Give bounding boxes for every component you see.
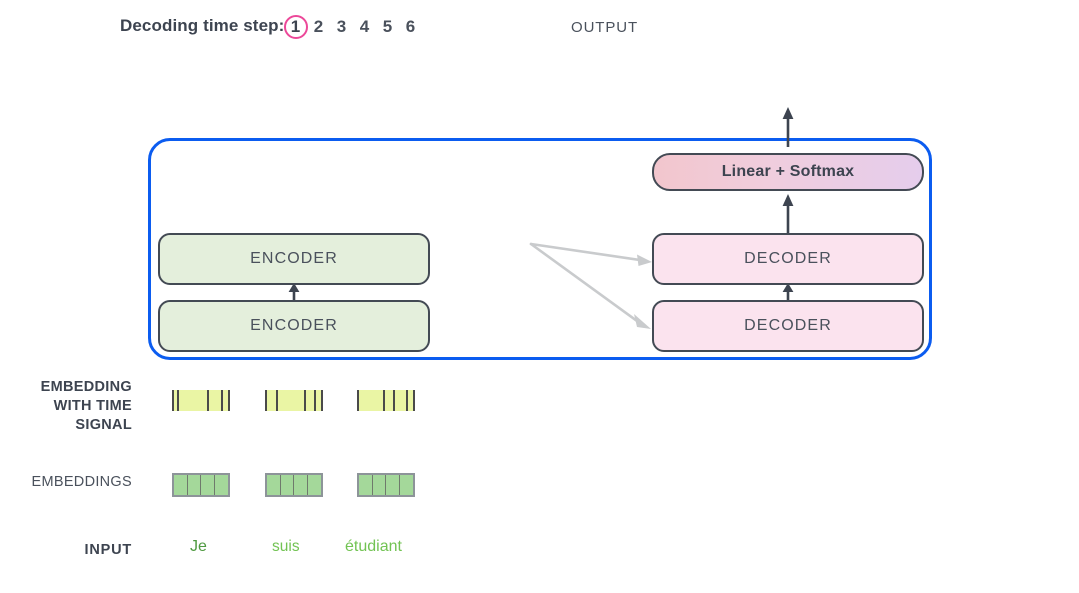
time-signal-vector	[172, 390, 230, 411]
vector-cell	[179, 390, 209, 411]
vector-cell	[357, 390, 385, 411]
input-token-1: Je	[190, 538, 207, 555]
vector-cell	[214, 475, 228, 495]
decoding-step-3[interactable]: 3	[336, 17, 347, 36]
linear-softmax-block[interactable]: Linear + Softmax	[652, 153, 924, 191]
vector-cell	[278, 390, 306, 411]
embedding-vector	[172, 473, 230, 497]
decoding-step-1[interactable]: 1	[283, 14, 308, 40]
time-signal-vector	[265, 390, 323, 411]
vector-cell	[294, 475, 308, 495]
vector-cell	[201, 475, 215, 495]
embedding-with-time-signal-label: EMBEDDING WITH TIME SIGNAL	[40, 379, 132, 433]
vector-cell	[408, 390, 415, 411]
vector-cell	[172, 390, 179, 411]
vector-cell	[399, 475, 413, 495]
embeddings-label: EMBEDDINGS	[31, 474, 132, 490]
decoder-block-bottom[interactable]: DECODER	[652, 300, 924, 352]
decoding-step-6[interactable]: 6	[405, 17, 416, 36]
vector-cell	[372, 475, 386, 495]
encoder-to-decoder-arrows-icon	[529, 242, 652, 329]
vector-cell	[359, 475, 373, 495]
decoder-to-softmax-arrow-icon	[782, 194, 794, 233]
vector-cell	[209, 390, 223, 411]
vector-cell	[223, 390, 230, 411]
embedding-vector	[357, 473, 415, 497]
input-label: INPUT	[84, 542, 132, 558]
encoder-block-bottom[interactable]: ENCODER	[158, 300, 430, 352]
vector-cell	[385, 390, 395, 411]
vector-cell	[280, 475, 294, 495]
encoder-block-top[interactable]: ENCODER	[158, 233, 430, 285]
vector-cell	[386, 475, 400, 495]
decoding-step-5[interactable]: 5	[382, 17, 393, 36]
vector-cell	[306, 390, 316, 411]
time-signal-vector	[357, 390, 415, 411]
embedding-vector	[265, 473, 323, 497]
decoding-step-2[interactable]: 2	[313, 17, 324, 36]
input-token-2: suis	[272, 538, 300, 555]
decoder-block-top[interactable]: DECODER	[652, 233, 924, 285]
vector-cell	[307, 475, 321, 495]
decoding-step-4[interactable]: 4	[359, 17, 370, 36]
output-arrow-icon	[782, 107, 794, 147]
vector-cell	[174, 475, 188, 495]
output-label: OUTPUT	[571, 19, 639, 36]
input-token-3: étudiant	[345, 538, 402, 555]
vector-cell	[265, 390, 278, 411]
vector-cell	[395, 390, 408, 411]
vector-cell	[267, 475, 281, 495]
decoding-time-step-label: Decoding time step:	[120, 16, 285, 35]
vector-cell	[316, 390, 323, 411]
transformer-container	[148, 138, 932, 360]
vector-cell	[187, 475, 201, 495]
